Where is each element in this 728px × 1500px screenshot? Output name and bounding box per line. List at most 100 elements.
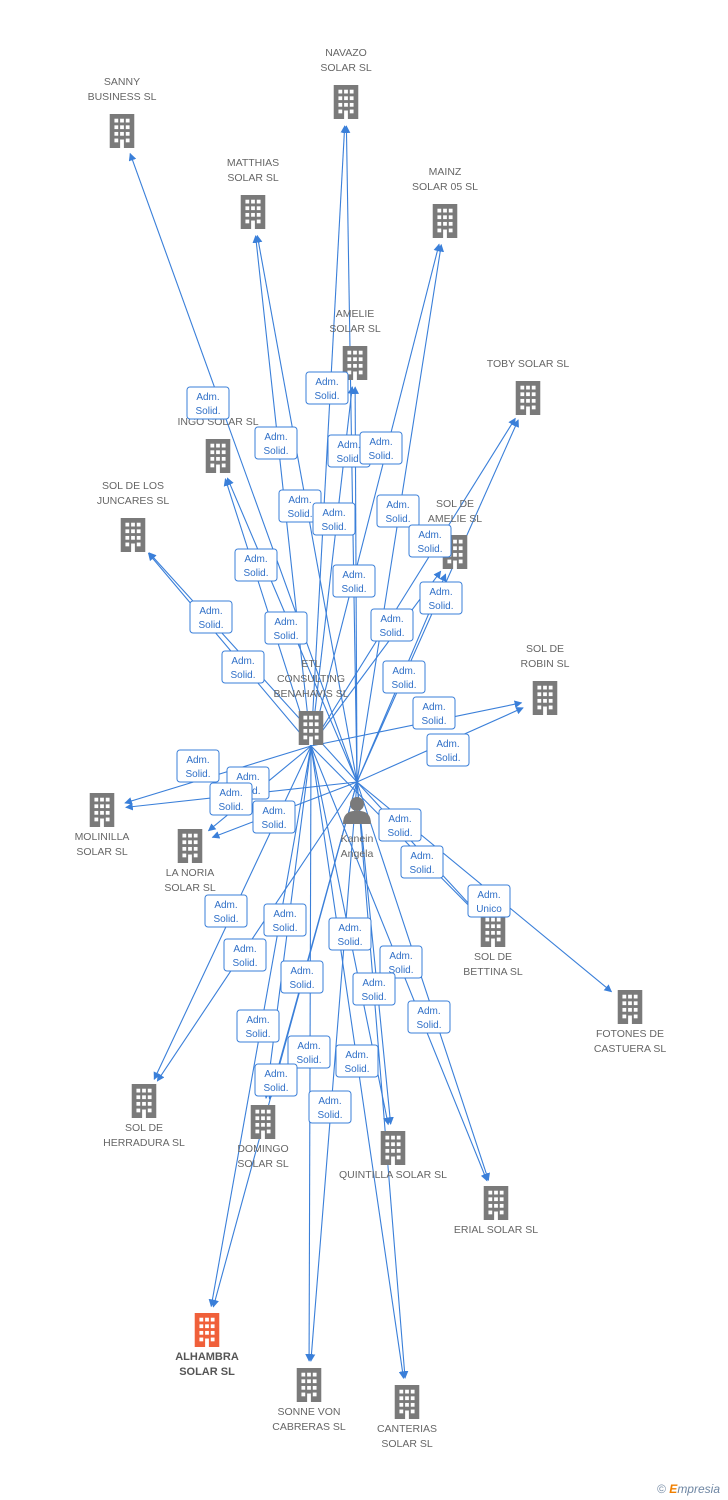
role-badge[interactable]: Adm.Solid.	[308, 1090, 352, 1124]
node-label: SOLAR SL	[237, 1158, 289, 1170]
badge-box	[419, 581, 463, 615]
role-badge[interactable]: Adm.Solid.	[407, 1000, 451, 1034]
empresia-watermark[interactable]: © Empresia	[657, 1482, 720, 1496]
badge-label: Adm.	[362, 978, 385, 989]
role-badge[interactable]: Adm. Solid.	[254, 426, 298, 460]
node-label: CANTERIAS	[377, 1423, 437, 1435]
building-icon	[177, 829, 203, 863]
badge-box	[332, 564, 376, 598]
role-badge[interactable]: Adm.Solid.	[382, 660, 426, 694]
building-icon	[109, 114, 135, 148]
badge-label: Solid.	[213, 914, 238, 925]
badge-box	[186, 386, 230, 420]
role-badge[interactable]: Adm.Solid.	[376, 494, 420, 528]
role-badge[interactable]: Adm.Solid.	[408, 524, 452, 558]
edge-kanein-alhambra	[211, 781, 358, 1308]
role-badge[interactable]: Adm.Solid.	[234, 548, 278, 582]
role-badge[interactable]: Adm.Solid.	[189, 600, 233, 634]
role-badge[interactable]: Adm.Solid.	[305, 371, 349, 405]
edge-kanein-quintilla	[356, 781, 394, 1125]
role-badge[interactable]: Adm.Solid.	[378, 808, 422, 842]
role-badge[interactable]: Adm.Unico	[467, 884, 511, 918]
role-badge[interactable]: Adm.Solid.	[379, 945, 423, 979]
role-badge[interactable]: Adm.Solid.	[280, 960, 324, 994]
badge-label: Adm.	[477, 890, 500, 901]
badge-label: Adm.	[186, 755, 209, 766]
node-quintilla[interactable]: QUINTILLA SOLAR SL	[339, 1131, 447, 1181]
badge-label: Solid.	[317, 1110, 342, 1121]
badge-label: Adm.	[236, 772, 259, 783]
role-badge[interactable]: Adm.Solid.	[254, 1063, 298, 1097]
badge-label: Solid.	[435, 753, 460, 764]
badge-label: Solid.	[261, 820, 286, 831]
building-icon	[89, 793, 115, 827]
role-badge[interactable]: Adm.Solid.	[287, 1035, 331, 1069]
role-badge[interactable]: Adm.Solid.	[186, 386, 230, 420]
role-badge[interactable]: Adm. Solid.	[176, 749, 220, 783]
role-badge[interactable]: Adm.Solid.	[412, 696, 456, 730]
role-badge[interactable]: Adm.Solid.	[264, 611, 308, 645]
role-badge[interactable]: Adm.Solid.	[332, 564, 376, 598]
role-badge[interactable]: Adm.Solid.	[252, 800, 296, 834]
badge-box	[335, 1044, 379, 1078]
role-badge[interactable]: Adm.Solid.	[370, 608, 414, 642]
building-icon	[205, 439, 231, 473]
badge-label: Solid.	[263, 446, 288, 457]
badge-label: Solid.	[421, 716, 446, 727]
role-badge[interactable]: Adm.Solid.	[221, 650, 265, 684]
node-erial[interactable]: ERIAL SOLAR SL	[454, 1186, 538, 1236]
role-badge[interactable]: Adm.Solid.	[335, 1044, 379, 1078]
role-badge[interactable]: Adm.Solid.	[223, 938, 267, 972]
badge-label: Adm.	[264, 432, 287, 443]
badge-box	[376, 494, 420, 528]
role-badge[interactable]: Adm.Solid.	[236, 1009, 280, 1043]
role-badge[interactable]: Adm.Solid.	[204, 894, 248, 928]
badge-label: Adm.	[322, 508, 345, 519]
badge-label: Adm.	[290, 966, 313, 977]
badge-label: Solid.	[195, 406, 220, 417]
badge-label: Solid.	[218, 802, 243, 813]
badge-label: Solid.	[361, 992, 386, 1003]
node-ingo[interactable]: INGO SOLAR SL	[177, 416, 259, 473]
badge-label: Solid.	[185, 769, 210, 780]
badge-label: Solid.	[391, 680, 416, 691]
person-icon	[343, 797, 371, 824]
node-toby[interactable]: TOBY SOLAR SL	[487, 358, 570, 415]
role-badge[interactable]: Adm.Solid.	[209, 782, 253, 816]
role-badge[interactable]: Adm.Solid.	[419, 581, 463, 615]
node-label: MAINZ	[429, 166, 462, 178]
role-badge[interactable]: Adm.Solid.	[263, 903, 307, 937]
role-badge[interactable]: Adm.Solid.	[400, 845, 444, 879]
badge-label: Adm.	[386, 500, 409, 511]
role-badge[interactable]: Adm.Solid.	[328, 917, 372, 951]
node-label: AMELIE SL	[428, 513, 482, 525]
badge-box	[254, 1063, 298, 1097]
role-badge[interactable]: Adm.Solid.	[359, 431, 403, 465]
node-label: SANNY	[104, 76, 140, 88]
node-label: FOTONES DE	[596, 1028, 664, 1040]
badge-label: Adm.	[380, 614, 403, 625]
badge-label: Adm.	[338, 923, 361, 934]
role-badge[interactable]: Adm. Solid.	[352, 972, 396, 1006]
role-badge[interactable]: Adm.Solid.	[312, 502, 356, 536]
role-badge[interactable]: Adm.Solid.	[426, 733, 470, 767]
